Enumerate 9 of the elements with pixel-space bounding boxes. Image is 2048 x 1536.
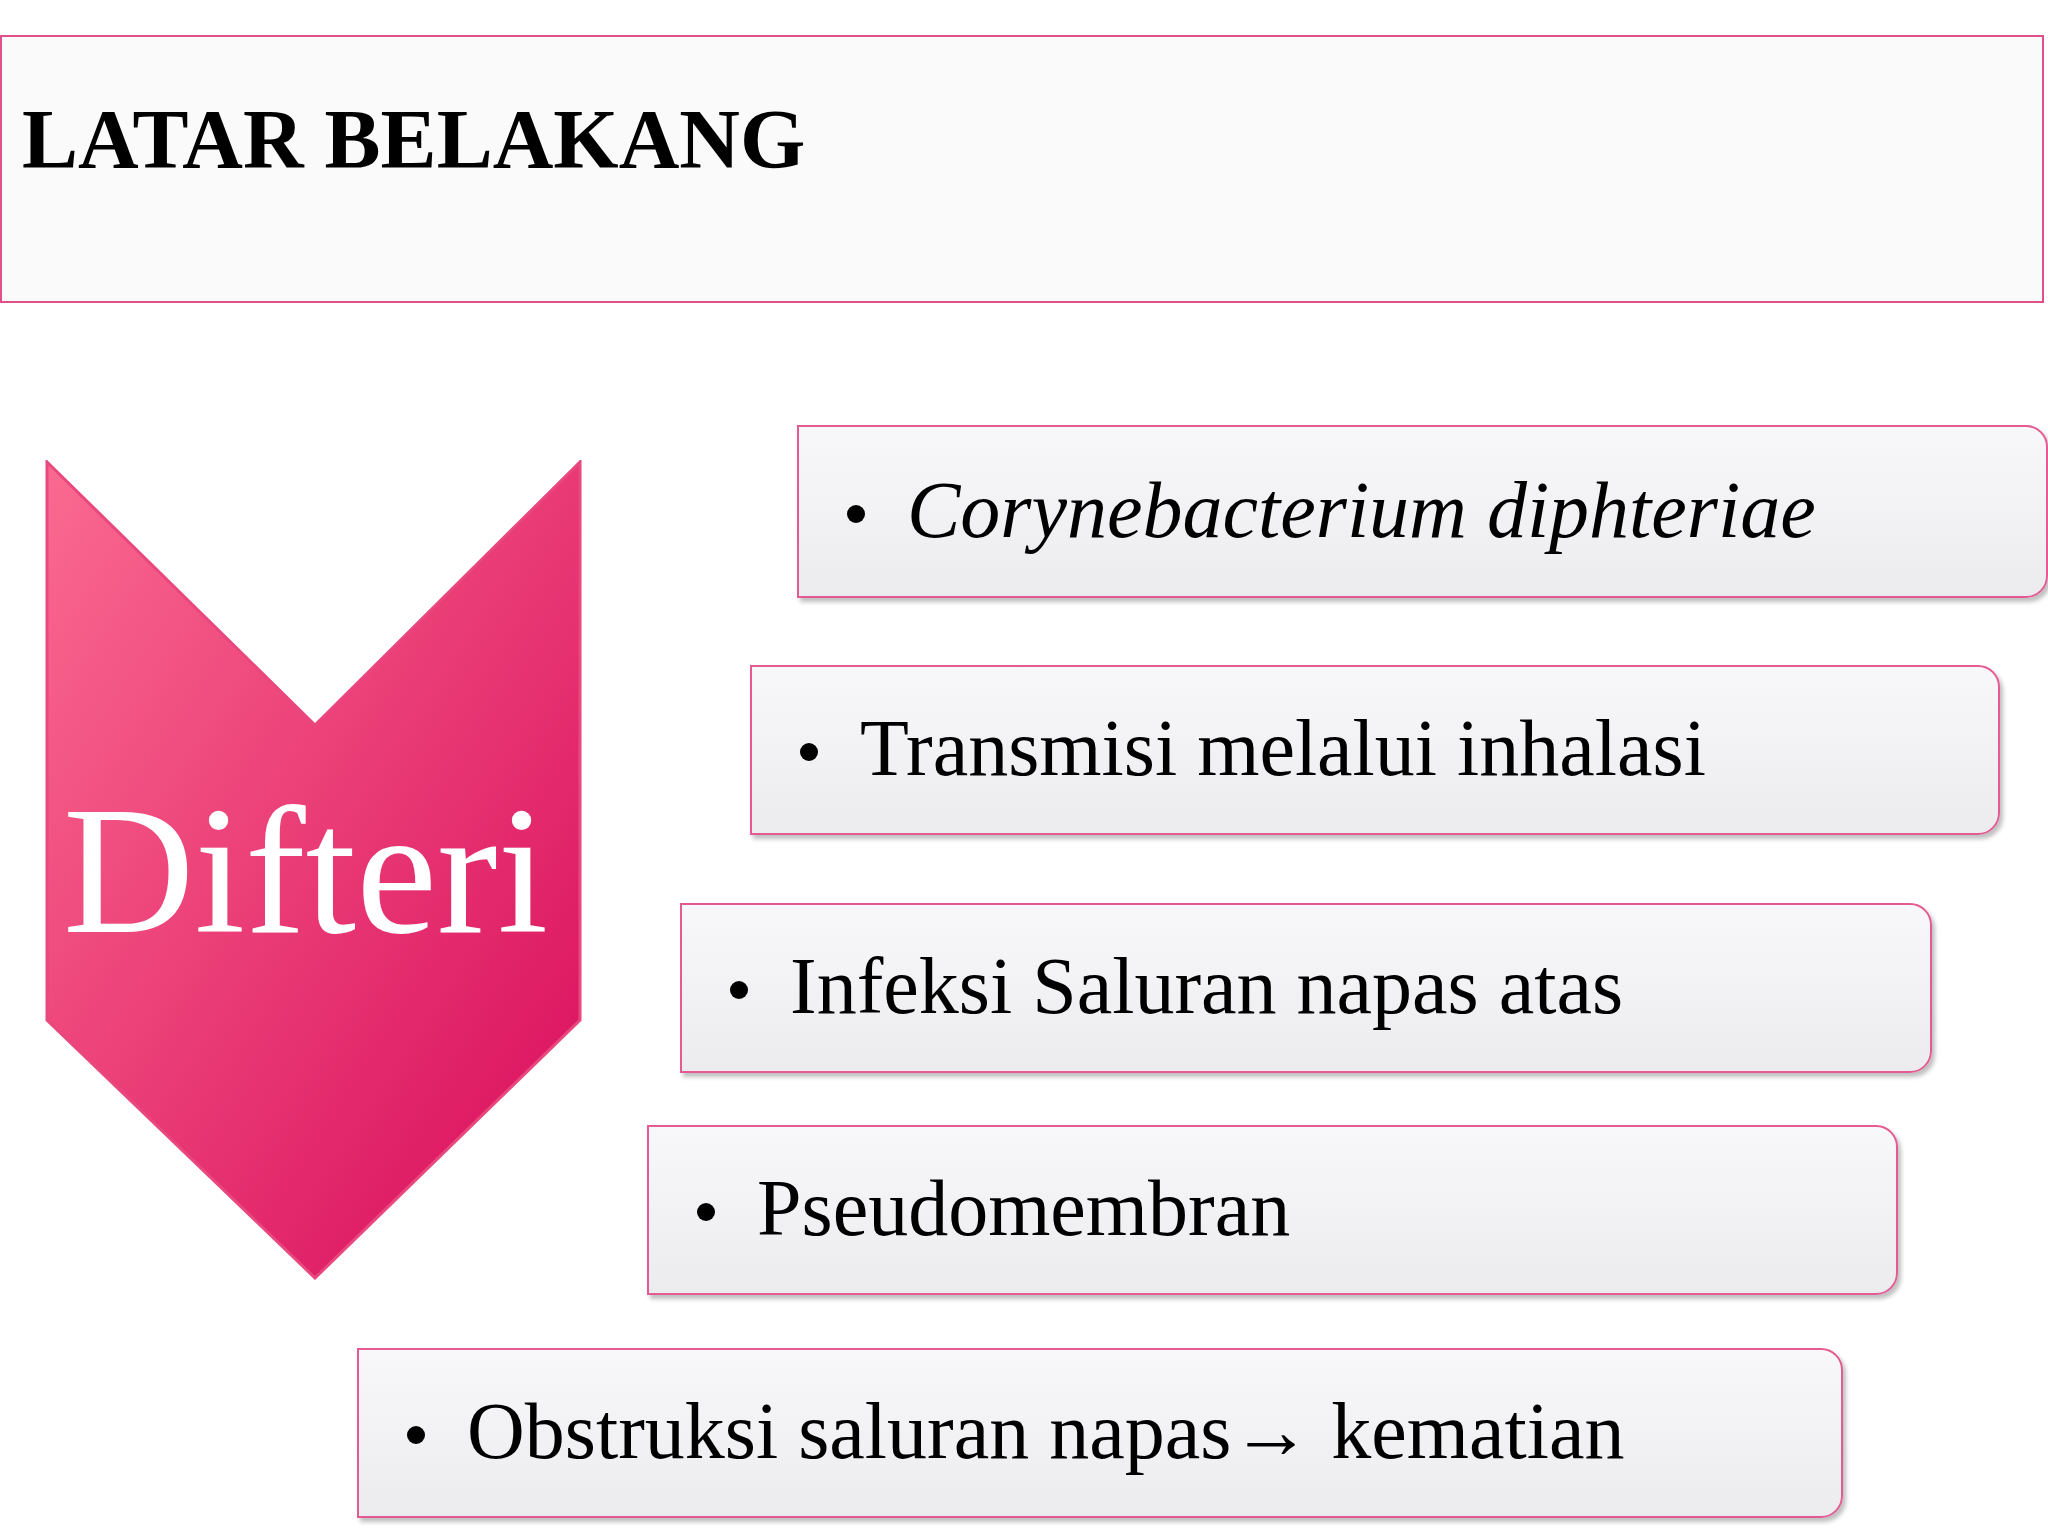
bullet-text: Transmisi melalui inhalasi bbox=[860, 708, 1706, 788]
text-box bbox=[647, 1125, 1898, 1295]
text-box bbox=[357, 1348, 1843, 1518]
text-box bbox=[680, 903, 1932, 1073]
text-box bbox=[750, 665, 2000, 835]
text-box bbox=[797, 425, 2048, 598]
bullet-text: Pseudomembran bbox=[757, 1168, 1291, 1248]
slide-title: LATAR BELAKANG bbox=[22, 98, 806, 182]
chevron-label: Difteri bbox=[63, 780, 549, 962]
